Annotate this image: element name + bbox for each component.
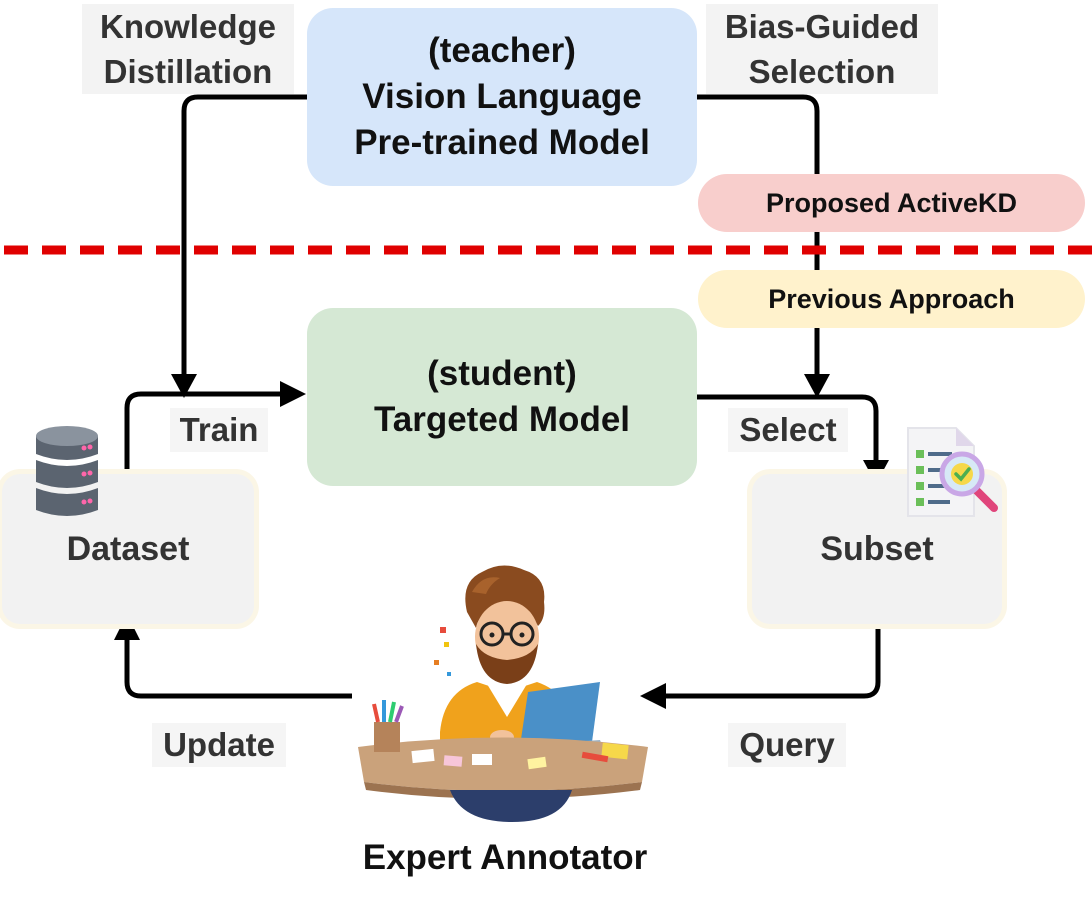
- bias-arrow: [697, 94, 820, 388]
- database-icon: [36, 426, 98, 516]
- proposed-activekd-pill: Proposed ActiveKD: [698, 174, 1085, 232]
- student-model-box: (student) Targeted Model: [307, 308, 697, 486]
- query-label: Query: [728, 723, 846, 767]
- bias-arrowhead: [804, 374, 830, 398]
- teacher-name-line1: Vision Language: [362, 77, 642, 116]
- select-label: Select: [728, 408, 848, 452]
- bias-guided-selection-label: Bias-Guided Selection: [706, 4, 938, 94]
- previous-approach-pill: Previous Approach: [698, 270, 1085, 328]
- update-label: Update: [152, 723, 286, 767]
- query-arrowhead: [640, 683, 666, 709]
- train-label: Train: [170, 408, 268, 452]
- bias-label-line2: Selection: [748, 53, 896, 90]
- kd-label-line1: Knowledge: [99, 8, 276, 45]
- proposed-pill-label: Proposed ActiveKD: [765, 187, 1018, 218]
- select-arrow: [697, 394, 879, 468]
- checklist-magnifier-icon: [907, 427, 998, 517]
- train-arrowhead: [280, 381, 306, 407]
- kd-arrow: [181, 94, 307, 388]
- teacher-model-box: (teacher) Vision Language Pre-trained Mo…: [307, 8, 697, 186]
- student-name: Targeted Model: [373, 400, 631, 439]
- subset-label: Subset: [820, 529, 934, 568]
- student-role: (student): [427, 354, 577, 393]
- teacher-role: (teacher): [428, 31, 576, 70]
- knowledge-distillation-label: Knowledge Distillation: [82, 4, 294, 94]
- expert-annotator-label: Expert Annotator: [362, 838, 648, 877]
- kd-arrowhead: [171, 374, 197, 398]
- teacher-name-line2: Pre-trained Model: [354, 123, 650, 162]
- update-arrowhead: [114, 614, 140, 640]
- annotator-illustration: [358, 565, 648, 822]
- previous-pill-label: Previous Approach: [768, 283, 1015, 314]
- query-arrow: [658, 608, 881, 699]
- dataset-label: Dataset: [66, 529, 190, 568]
- update-arrow: [124, 632, 352, 699]
- bias-label-line1: Bias-Guided: [724, 8, 920, 45]
- select-arrowhead: [863, 460, 889, 484]
- kd-label-line2: Distillation: [103, 53, 273, 90]
- train-arrow: [124, 391, 288, 487]
